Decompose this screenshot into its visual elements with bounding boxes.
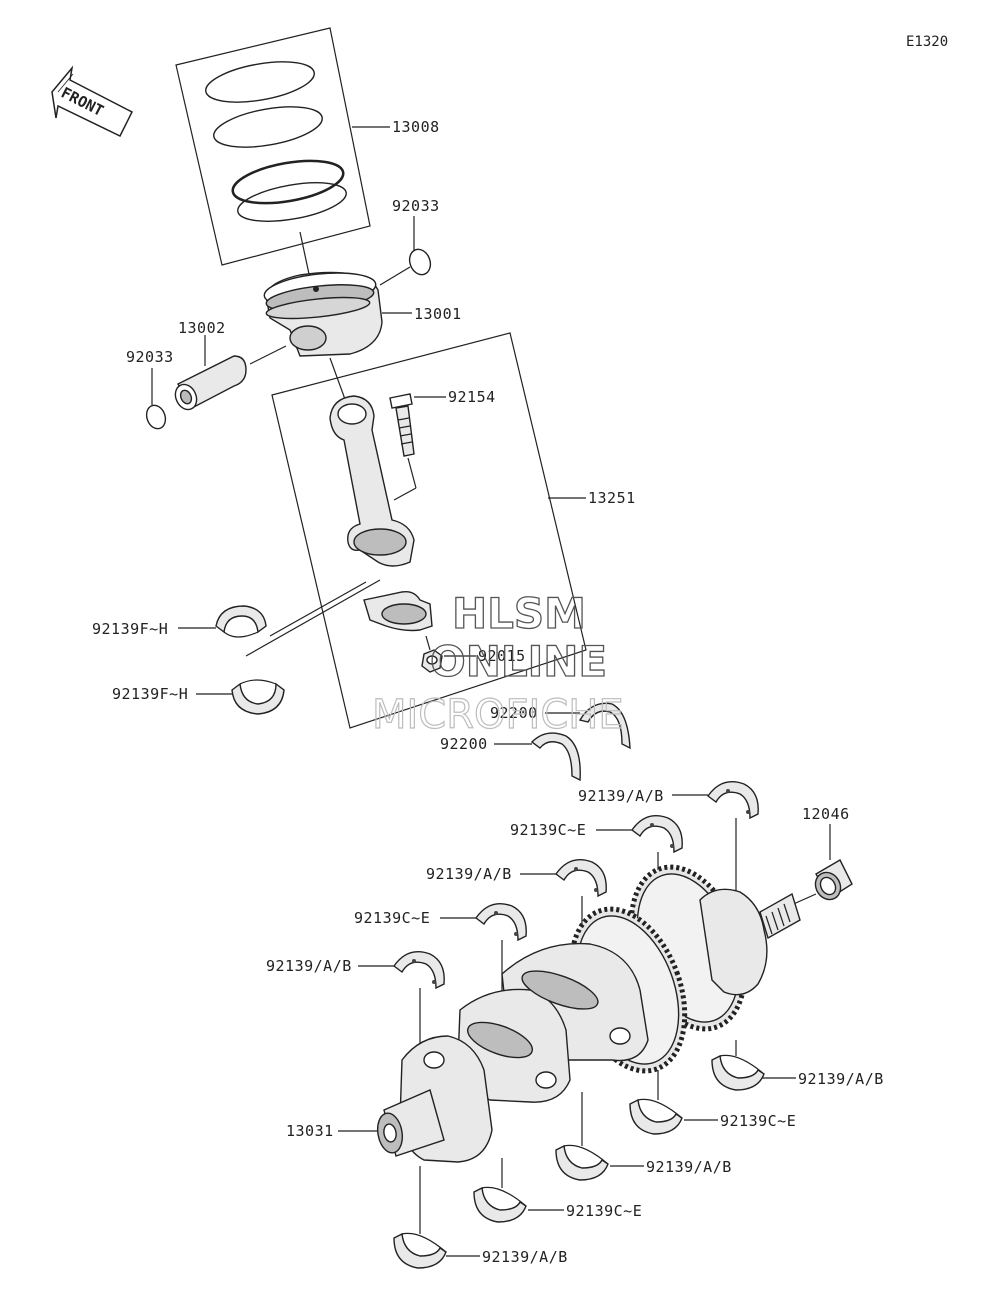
label-main-top-3: 92139/A/B bbox=[426, 865, 512, 883]
watermark: HLSM ONLINE MICROFICHE bbox=[371, 588, 624, 738]
main-bearing-top-4[interactable]: 92139C~E bbox=[354, 903, 527, 1030]
label-13008: 13008 bbox=[392, 118, 440, 136]
rod-bolt[interactable]: 92154 bbox=[389, 388, 496, 457]
piston[interactable]: 13001 bbox=[263, 268, 462, 357]
watermark-line-3: MICROFICHE bbox=[372, 692, 624, 738]
label-13001: 13001 bbox=[414, 305, 462, 323]
thrust-washer-lower[interactable]: 92200 bbox=[440, 732, 581, 782]
piston-rings-box bbox=[175, 27, 371, 266]
rod-nut[interactable]: 92015 bbox=[421, 635, 526, 673]
piston-ring-top bbox=[205, 61, 315, 103]
piston-ring-second bbox=[213, 106, 323, 148]
front-arrow-icon: FRONT bbox=[51, 65, 134, 137]
label-92200-lower: 92200 bbox=[440, 735, 488, 753]
main-bearing-top-1[interactable]: 92139/A/B bbox=[578, 781, 759, 900]
label-92015: 92015 bbox=[478, 647, 526, 665]
label-12046: 12046 bbox=[802, 805, 850, 823]
watermark-line-1: HLSM bbox=[452, 589, 586, 638]
label-92033-left: 92033 bbox=[126, 348, 174, 366]
rod-bearing-lower[interactable]: 92139F~H bbox=[112, 579, 381, 715]
label-92200-upper: 92200 bbox=[490, 704, 538, 722]
main-bearing-top-3[interactable]: 92139/A/B bbox=[426, 859, 607, 978]
watermark-line-2: ONLINE bbox=[430, 637, 607, 686]
piston-rings-group[interactable]: 13008 bbox=[175, 27, 440, 266]
label-main-bottom-4: 92139C~E bbox=[566, 1202, 642, 1220]
thrust-washer-upper[interactable]: 92200 bbox=[490, 702, 631, 750]
piston-pin[interactable]: 13002 bbox=[171, 319, 287, 413]
connecting-rod-box bbox=[271, 332, 587, 729]
label-main-top-1: 92139/A/B bbox=[578, 787, 664, 805]
label-main-bottom-2: 92139C~E bbox=[720, 1112, 796, 1130]
clip-ring-icon bbox=[145, 404, 167, 430]
main-bearing-top-5[interactable]: 92139/A/B bbox=[266, 951, 445, 1050]
label-main-top-5: 92139/A/B bbox=[266, 957, 352, 975]
label-main-bottom-5: 92139/A/B bbox=[482, 1248, 568, 1266]
needle-bearing[interactable]: 12046 bbox=[779, 805, 853, 911]
label-92154: 92154 bbox=[448, 388, 496, 406]
label-13002: 13002 bbox=[178, 319, 226, 337]
label-main-bottom-1: 92139/A/B bbox=[798, 1070, 884, 1088]
crankshaft[interactable]: 13031 bbox=[286, 851, 801, 1163]
piston-pin-clip-right[interactable]: 92033 bbox=[379, 197, 440, 286]
clip-ring-icon bbox=[408, 248, 432, 276]
connecting-rod-group[interactable]: 92154 13251 92015 bbox=[271, 332, 636, 729]
label-main-bottom-3: 92139/A/B bbox=[646, 1158, 732, 1176]
main-bearing-bottom-4[interactable]: 92139C~E bbox=[473, 1158, 642, 1223]
label-92139F-H-upper: 92139F~H bbox=[92, 620, 168, 638]
label-92033-right: 92033 bbox=[392, 197, 440, 215]
label-13251: 13251 bbox=[588, 489, 636, 507]
piston-pin-clip-left[interactable]: 92033 bbox=[126, 348, 174, 431]
main-bearing-bottom-5[interactable]: 92139/A/B bbox=[393, 1166, 568, 1269]
label-13031: 13031 bbox=[286, 1122, 334, 1140]
main-bearing-bottom-1[interactable]: 92139/A/B bbox=[711, 1040, 884, 1091]
piston-ring-oil-expander bbox=[231, 159, 345, 205]
figure-code: E1320 bbox=[906, 34, 948, 50]
label-main-top-4: 92139C~E bbox=[354, 909, 430, 927]
main-bearing-bottom-2[interactable]: 92139C~E bbox=[629, 1070, 796, 1135]
rod-bearing-upper[interactable]: 92139F~H bbox=[92, 581, 367, 638]
piston-ring-oil-rail bbox=[237, 182, 347, 222]
main-bearing-bottom-3[interactable]: 92139/A/B bbox=[555, 1092, 732, 1181]
label-92139F-H-lower: 92139F~H bbox=[112, 685, 188, 703]
label-main-top-2: 92139C~E bbox=[510, 821, 586, 839]
